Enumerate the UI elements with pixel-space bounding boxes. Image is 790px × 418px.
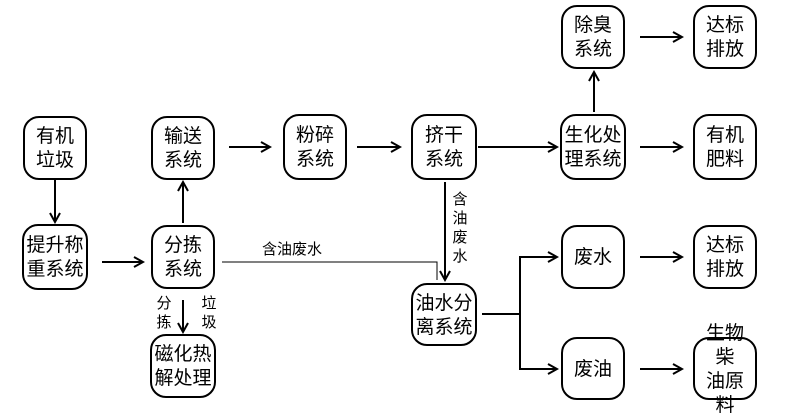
node-magnetic-pyrolysis: 磁化热 解处理 bbox=[150, 334, 216, 398]
label-oily-water-vertical: 含 油 废 水 bbox=[452, 190, 468, 265]
node-wastewater: 废水 bbox=[561, 225, 625, 289]
node-squeeze-system: 挤干 系统 bbox=[411, 114, 477, 180]
arrow-oilwater-to-wastewater bbox=[519, 257, 557, 314]
node-sorting-system: 分拣 系统 bbox=[151, 225, 215, 289]
label-sorted: 分 拣 bbox=[156, 294, 172, 331]
node-biodiesel-feedstock: 生物柴 油原料 bbox=[693, 322, 757, 416]
node-waste-oil: 废油 bbox=[561, 337, 625, 400]
label-oily-water-horizontal: 含油废水 bbox=[262, 240, 323, 258]
node-discharge-top: 达标 排放 bbox=[693, 5, 757, 69]
node-bio-treatment: 生化处 理系统 bbox=[560, 114, 626, 180]
node-conveyor-system: 输送 系统 bbox=[151, 116, 215, 180]
node-organic-waste: 有机 垃圾 bbox=[23, 116, 87, 180]
arrow-oilwater-to-wasteoil bbox=[519, 314, 557, 369]
node-weigh-system: 提升称 重系统 bbox=[22, 224, 88, 290]
node-deodor-system: 除臭 系统 bbox=[561, 5, 625, 69]
label-garbage: 垃 圾 bbox=[201, 294, 217, 331]
line-sorting-to-oilwater bbox=[222, 261, 438, 280]
node-discharge-bottom: 达标 排放 bbox=[693, 225, 757, 289]
node-crusher-system: 粉碎 系统 bbox=[283, 114, 347, 180]
node-oil-water-separation: 油水分 离系统 bbox=[411, 283, 477, 346]
node-organic-fertilizer: 有机 肥料 bbox=[693, 114, 757, 180]
